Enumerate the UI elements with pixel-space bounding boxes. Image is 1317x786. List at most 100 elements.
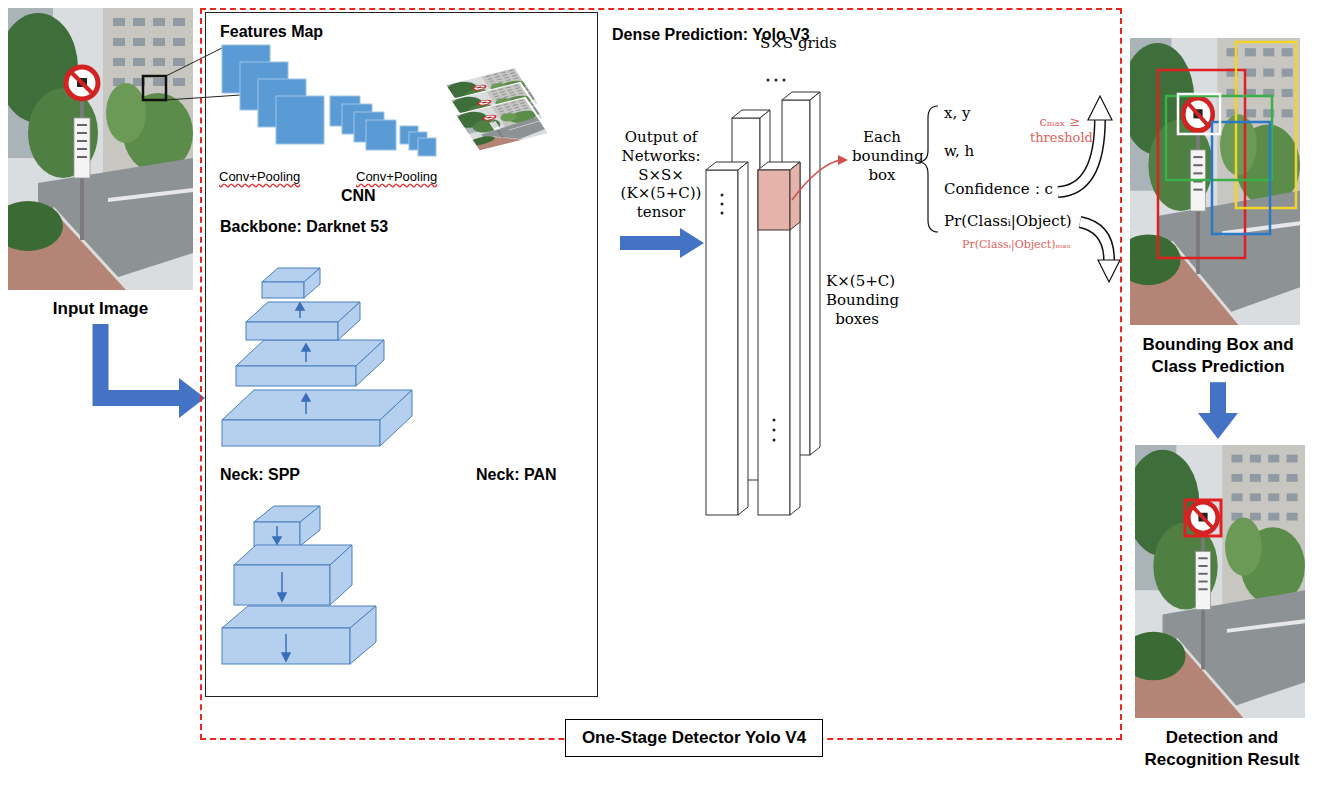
down-arrows [278, 593, 286, 601]
field-label: w, h [944, 142, 974, 160]
spp-pyramid [222, 506, 376, 664]
down-arrows [285, 634, 287, 654]
backbone-pyramid [246, 322, 338, 340]
down-arrows [273, 526, 290, 661]
grid-columns [810, 92, 820, 455]
section-heading: Backbone: Darknet 53 [220, 218, 388, 236]
spp-pyramid [330, 545, 352, 605]
up-arrows [302, 344, 310, 351]
grid-label: S×S grids [760, 34, 837, 52]
flow-arrow [1198, 382, 1238, 439]
selection-arrows [1058, 118, 1100, 192]
output-arrow [680, 228, 704, 258]
brace [918, 106, 938, 232]
selection-arrows [1088, 96, 1112, 120]
detector-region: One-Stage Detector Yolo V4Features MapCo… [200, 8, 1122, 740]
result-photo [1185, 500, 1221, 536]
detector-tag: One-Stage Detector Yolo V4 [565, 719, 823, 757]
feature-photos [449, 98, 549, 153]
tensor-label: Output of Networks: S×S× (K×(5+C)) tenso… [618, 128, 704, 222]
selection-arrows [1098, 260, 1120, 282]
grid-columns [790, 162, 800, 515]
spp-pyramid [222, 606, 376, 628]
selection-arrows [1080, 222, 1109, 262]
input-photo [166, 48, 222, 76]
arrow-shaft [101, 324, 182, 398]
ellipsis-dots [721, 79, 786, 442]
section-heading: Neck: SPP [220, 466, 300, 484]
ellipsis-dots [775, 79, 778, 82]
spp-pyramid [300, 506, 320, 546]
field-label: Pr(Classᵢ|Object) [944, 212, 1072, 230]
backbone-pyramid [304, 268, 320, 298]
ellipsis-dots [773, 429, 776, 432]
feature-photos [455, 98, 549, 152]
selection-arrows [1080, 222, 1109, 262]
flow-arrow [101, 324, 206, 418]
ellipsis-dots [721, 212, 724, 215]
output-arrow [620, 228, 704, 258]
backbone-pyramid [338, 302, 360, 340]
arrow-shaft [1210, 382, 1226, 415]
image-caption: Input Image [8, 298, 193, 320]
ellipsis-dots [721, 194, 724, 197]
up-arrows [305, 400, 307, 414]
ellipsis-dots [783, 79, 786, 82]
feature-maps [222, 45, 436, 156]
feature-maps [276, 96, 324, 144]
input-photo [143, 76, 166, 100]
backbone-pyramid [222, 390, 412, 420]
input-image: Input Image [8, 8, 193, 320]
up-arrows [302, 394, 310, 401]
section-heading: Neck: PAN [476, 466, 557, 484]
result-photo [1121, 445, 1305, 718]
down-arrows [276, 526, 278, 538]
ellipsis-dots [767, 79, 770, 82]
down-arrows [282, 653, 290, 661]
backbone-pyramid [380, 390, 412, 446]
box-label: Each bounding box [852, 128, 912, 184]
box-count-label: K×(5+C) Bounding boxes [826, 272, 888, 328]
section-heading: Features Map [220, 23, 323, 41]
prediction-photo [1212, 122, 1270, 234]
arrow-head [1198, 413, 1238, 439]
prediction-image: Bounding Box and Class Prediction [1128, 36, 1308, 378]
layer-label: Conv+Pooling [356, 169, 437, 184]
feature-maps [418, 138, 436, 156]
prediction-photo [1158, 70, 1245, 258]
cell-pointer [838, 155, 848, 165]
down-arrows [273, 537, 281, 544]
input-photo [0, 8, 193, 290]
image-caption: Detection and Recognition Result [1133, 727, 1311, 771]
layer-label: Conv+Pooling [219, 169, 300, 184]
prediction-photo [1116, 38, 1300, 325]
spp-pyramid [222, 628, 350, 664]
backbone-pyramid [222, 268, 412, 446]
field-label: Confidence：c [944, 180, 1053, 199]
spp-pyramid [254, 522, 300, 546]
grid-columns [706, 92, 820, 515]
input-photo [0, 8, 270, 290]
spp-pyramid [350, 606, 376, 664]
backbone-pyramid [236, 366, 356, 386]
ellipsis-dots [721, 203, 724, 206]
grid-columns [758, 170, 790, 515]
grid-columns [758, 170, 790, 230]
up-arrows [296, 303, 304, 310]
grid-columns [706, 170, 738, 515]
up-arrows [305, 350, 307, 362]
cell-pointer [792, 160, 840, 200]
prediction-photo [1116, 38, 1300, 325]
cell-pointer [792, 155, 848, 200]
prediction-photo [1178, 94, 1220, 134]
prediction-photo [1236, 42, 1296, 208]
backbone-pyramid [222, 420, 380, 446]
backbone-pyramid [356, 340, 384, 386]
ellipsis-dots [773, 419, 776, 422]
grid-columns [738, 162, 748, 515]
feature-photos [439, 68, 549, 153]
output-arrow [620, 236, 681, 250]
spp-pyramid [234, 565, 330, 605]
